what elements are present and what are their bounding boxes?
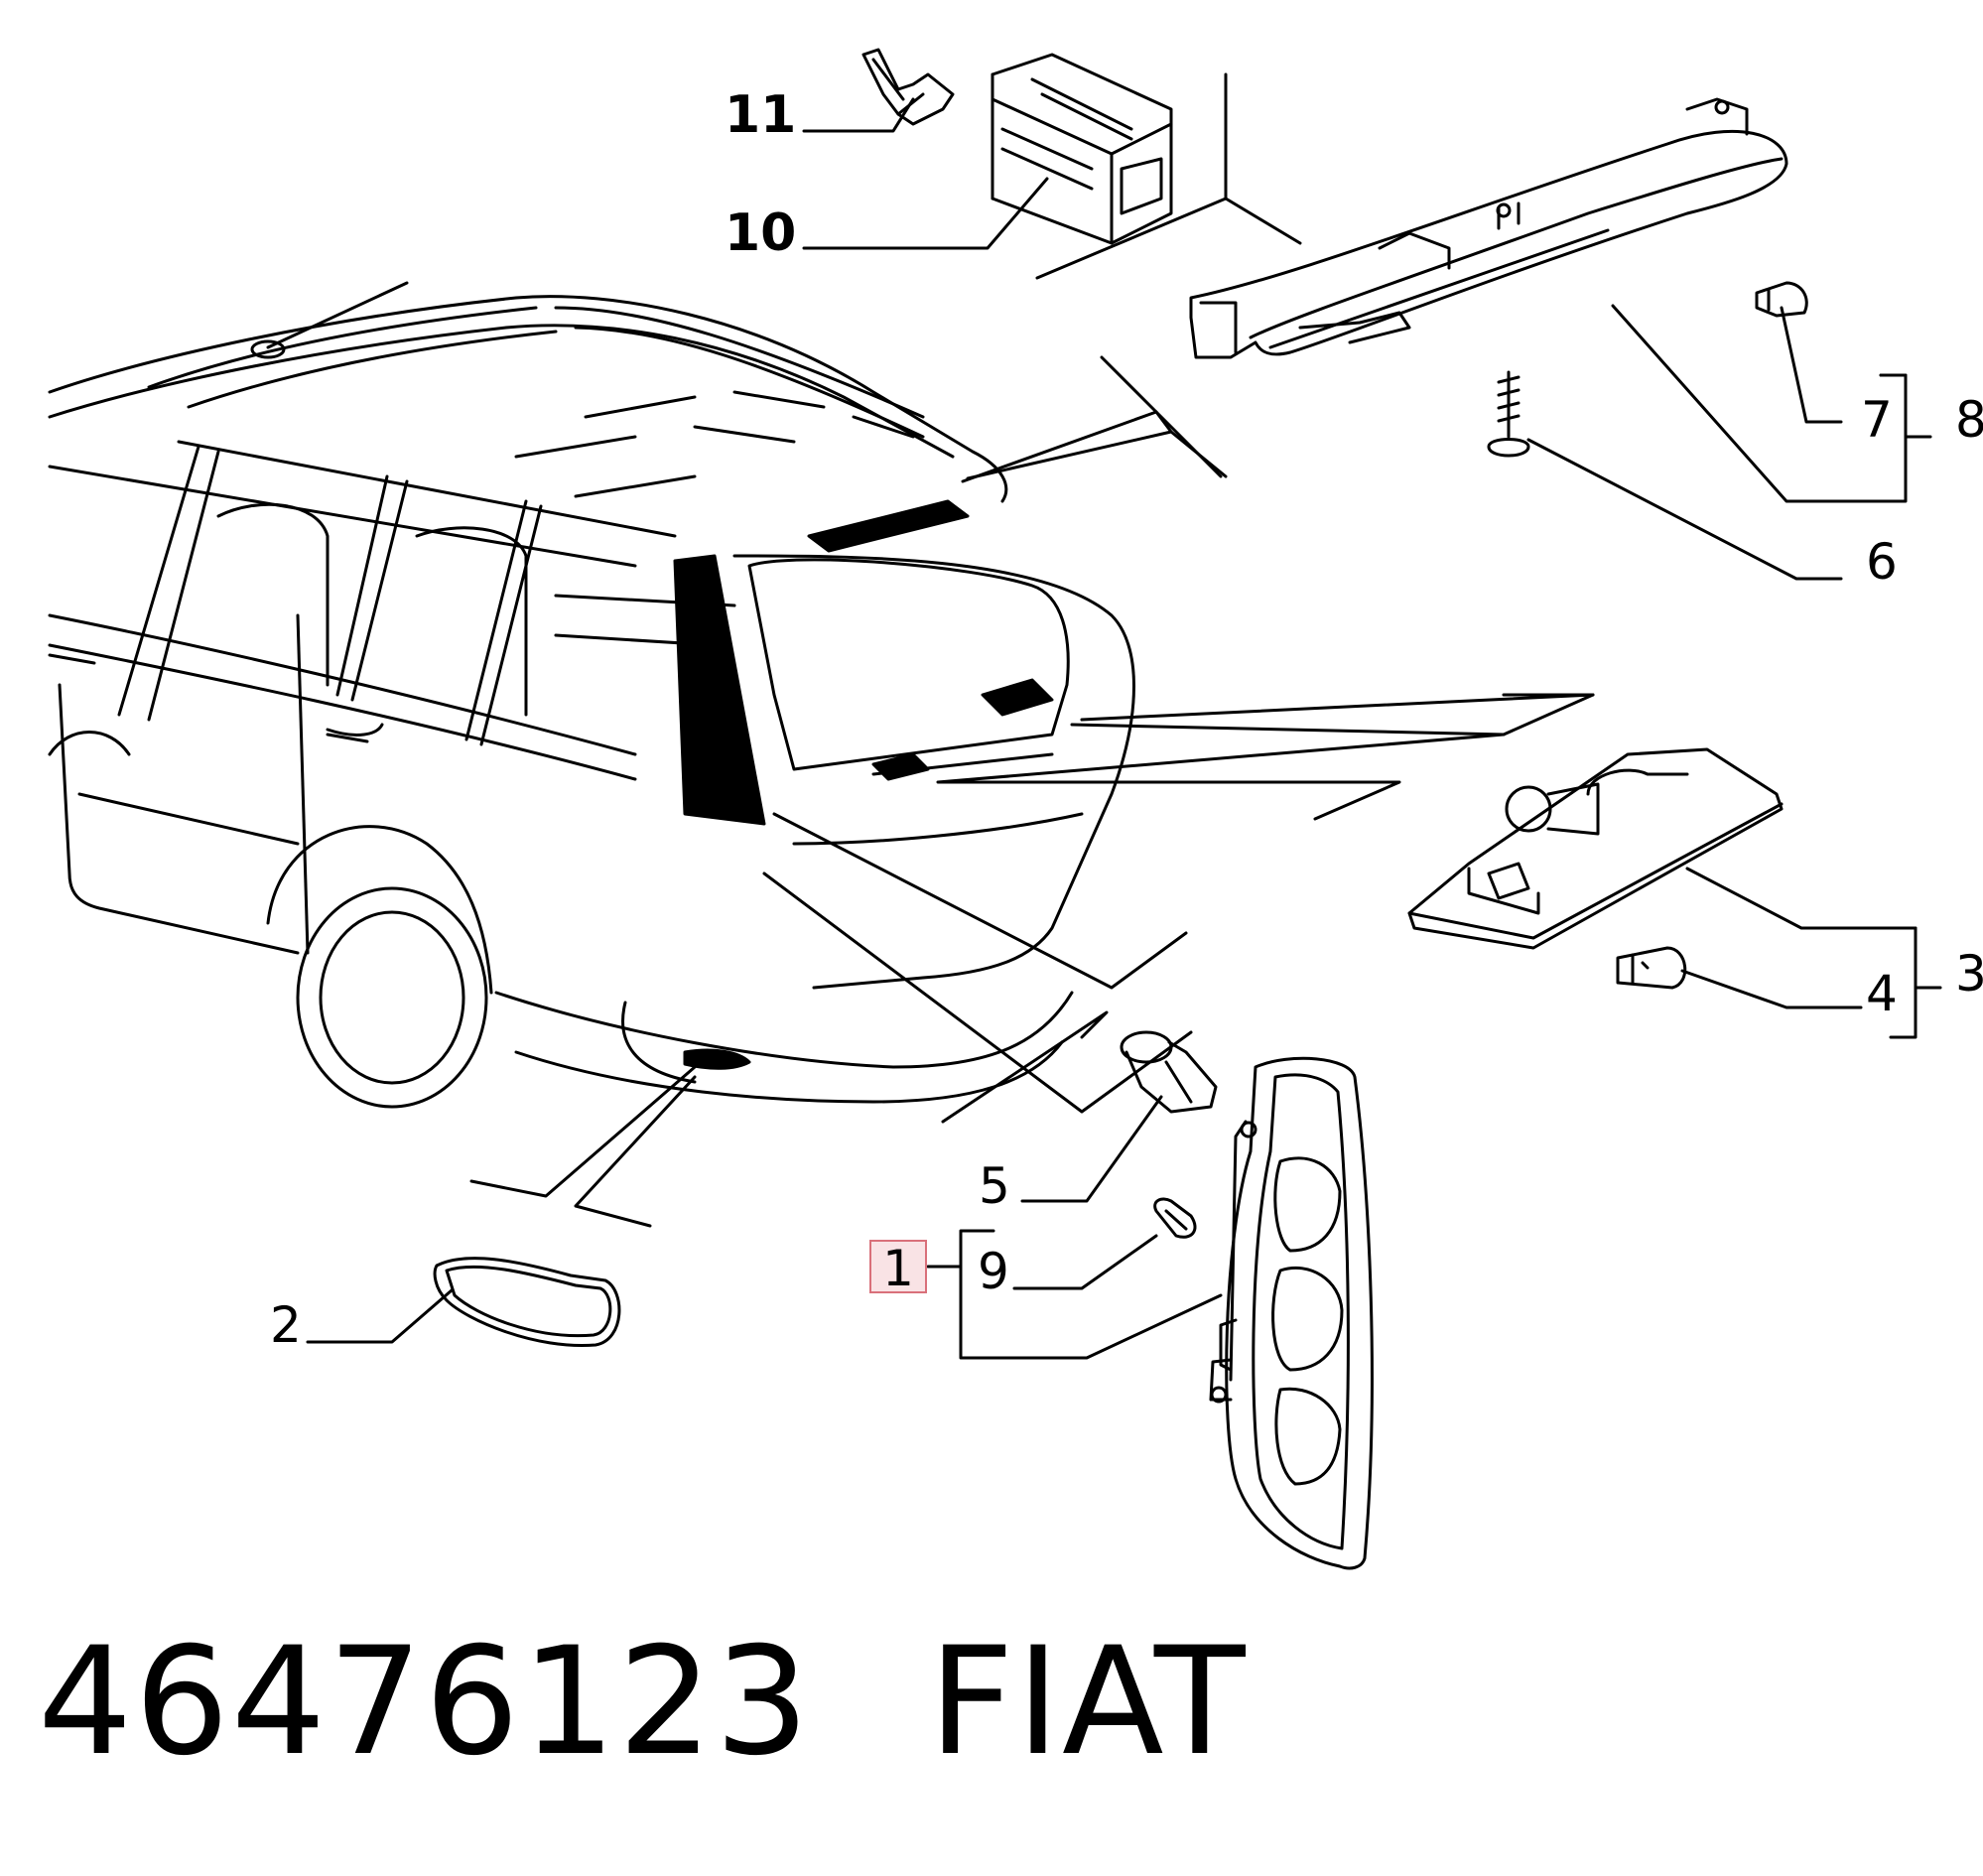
- callout-4: 4: [1866, 965, 1898, 1022]
- callout-2: 2: [270, 1296, 302, 1354]
- part-1-tail-lamp: [1209, 1056, 1374, 1570]
- callout-9: 9: [978, 1243, 1009, 1300]
- callout-6: 6: [1866, 533, 1898, 591]
- part-number: 46476123: [38, 1616, 812, 1789]
- part-4-bulb: [1616, 946, 1687, 990]
- brand-name: FIAT: [928, 1616, 1248, 1789]
- car-body: [48, 281, 1135, 1109]
- part-7-bulb: [1755, 281, 1808, 318]
- part-6-screw: [1487, 370, 1530, 458]
- leader-lines: [306, 72, 1942, 1360]
- callout-1-highlight: [869, 1240, 927, 1293]
- callout-labels: 1 2 3 4 5 6 7 8 9 10 11: [270, 85, 1983, 1354]
- callout-5: 5: [979, 1157, 1010, 1215]
- callout-10: 10: [725, 203, 796, 263]
- part-8-high-stop-lamp: [1189, 97, 1788, 359]
- part-11-terminal: [861, 48, 955, 126]
- part-3-license-lamp: [1407, 747, 1784, 950]
- part-9-bulb: [1153, 1197, 1197, 1239]
- callout-1: 1: [882, 1240, 914, 1297]
- callout-8: 8: [1955, 391, 1983, 449]
- part-10-connector: [991, 53, 1173, 245]
- callout-11: 11: [725, 85, 796, 145]
- part-2-reflector: [433, 1257, 621, 1348]
- callout-7: 7: [1861, 391, 1893, 449]
- callout-3: 3: [1955, 945, 1983, 1003]
